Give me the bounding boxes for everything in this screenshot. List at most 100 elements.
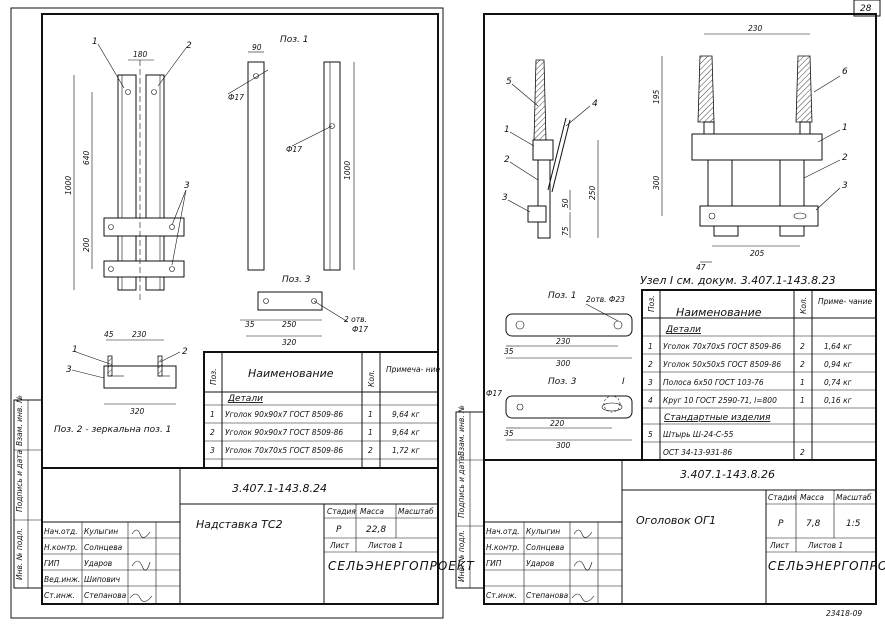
right-th-name: Наименование [676, 306, 762, 319]
callout-right-3: 3 [502, 193, 508, 203]
right-pos3-dim-220: 220 [550, 419, 565, 428]
left-row3-note: 1,72 кг [392, 446, 420, 455]
dim-320: 320 [282, 338, 297, 347]
right-row3-qty: 1 [800, 378, 805, 387]
left-assembly-view: 1 2 3 180 640 1000 200 [64, 37, 192, 300]
right-role-2: Н.контр. [486, 543, 520, 552]
right-title-block: 3.407.1-143.8.26 Оголовок ОГ1 Стадия Мас… [483, 459, 885, 605]
right-row5-pos: 5 [648, 430, 653, 439]
signature-mark [571, 593, 595, 602]
left-role-1: Нач.отд. [44, 527, 78, 536]
right-row6-qty: 2 [800, 448, 805, 457]
left-role-2: Н.контр. [44, 543, 78, 552]
left-row3-pos: 3 [210, 446, 215, 455]
right-sheet-label: Лист [769, 541, 790, 550]
right-row2-pos: 2 [648, 360, 653, 369]
right-row3-name: Полоса 6х50 ГОСТ 103-76 [663, 378, 764, 387]
right-row3-note: 0,74 кг [824, 378, 852, 387]
right-pos1-dim-230: 230 [556, 337, 571, 346]
right-scale: 1:5 [846, 519, 861, 529]
right-pos3-marker: I [622, 377, 625, 387]
left-row1-name: Уголок 90х90х7 ГОСТ 8509-86 [225, 410, 343, 419]
left-doc-code: 3.407.1-143.8.24 [232, 482, 327, 495]
callout-left-pos2-2: 2 [182, 347, 188, 357]
dim-250: 250 [282, 320, 297, 329]
left-person-3: Ударов [84, 559, 112, 568]
left-mass: 22,8 [366, 525, 386, 535]
right-org: СЕЛЬЭНЕРГОПРОЕКТ [768, 559, 885, 573]
callout-left-1: 1 [92, 37, 98, 47]
callout-right-6: 6 [842, 67, 848, 77]
callout-right-2: 2 [504, 155, 510, 165]
right-row4-pos: 4 [648, 396, 653, 405]
dim-90: 90 [252, 43, 262, 52]
left-row1-note: 9,64 кг [392, 410, 420, 419]
right-side-view: 5 4 1 2 3 250 50 75 [502, 59, 599, 239]
left-scale-label: Масштаб [398, 507, 434, 516]
dim-holes-d: Ф17 [352, 325, 368, 334]
right-row5-name: Штырь Ш-24-С-55 [663, 430, 734, 439]
left-person-4: Шипович [84, 575, 121, 584]
left-th-name: Наименование [248, 367, 334, 380]
right-pos3-dim-d17: Ф17 [486, 389, 502, 398]
stamp-label-sign: Подпись и дата [15, 449, 24, 512]
right-dim-205: 205 [750, 249, 765, 258]
right-row3-pos: 3 [648, 378, 653, 387]
callout-left-pos2-3: 3 [66, 365, 72, 375]
left-table-section: Детали [227, 394, 263, 404]
signature-mark [131, 529, 151, 538]
right-pos1-detail: Поз. 1 2отв. Ф23 35 230 300 [504, 291, 633, 368]
left-person-1: Кулыгин [84, 527, 118, 536]
left-row2-name: Уголок 90х90х7 ГОСТ 8509-86 [225, 428, 343, 437]
right-pos1-label: Поз. 1 [548, 291, 577, 301]
right-dim-75: 75 [561, 226, 570, 236]
right-node-ref: Узел I см. докум. 3.407.1-143.8.23 [640, 274, 836, 287]
right-row6-name: ОСТ 34-13-931-86 [663, 448, 732, 457]
callout-right-5: 5 [506, 77, 512, 87]
left-sheet: Инв. № подл. Подпись и дата Взам. инв. №… [10, 7, 475, 619]
left-th-pos: Поз. [209, 368, 218, 385]
left-person-5: Степанова [84, 591, 127, 600]
left-pos2-note: Поз. 2 - зеркальна поз. 1 [54, 425, 171, 435]
right-th-pos: Поз. [647, 295, 656, 312]
right-row4-note: 0,16 кг [824, 396, 852, 405]
right-row2-qty: 2 [800, 360, 805, 369]
right-pos1-dim-35: 35 [504, 347, 514, 356]
dim-d17-a: Ф17 [228, 93, 244, 102]
left-org: СЕЛЬЭНЕРГОПРОЕКТ [328, 559, 475, 573]
right-dim-47: 47 [696, 263, 706, 272]
callout-right-f2: 2 [842, 153, 848, 163]
left-sheet-outer [10, 7, 444, 619]
callout-right-f3: 3 [842, 181, 848, 191]
right-row1-note: 1,64 кг [824, 342, 852, 351]
dim-320-b: 320 [130, 407, 145, 416]
right-scale-label: Масштаб [836, 493, 872, 502]
right-role-1: Нач.отд. [486, 527, 520, 536]
callout-right-f1: 1 [842, 123, 848, 133]
right-pos3-label: Поз. 3 [548, 377, 577, 387]
left-stage: Р [336, 525, 342, 535]
right-table-section: Детали [665, 325, 701, 335]
right-row1-pos: 1 [648, 342, 653, 351]
dim-holes: 2 отв. [344, 315, 367, 324]
stamp-label-sign: Подпись и дата [457, 455, 466, 518]
left-role-4: Вед.инж. [44, 575, 80, 584]
left-doc-title: Надставка ТС2 [196, 518, 283, 531]
signature-mark [573, 560, 593, 571]
right-pos3-dim-300: 300 [556, 441, 571, 450]
right-stage-label: Стадия [768, 493, 797, 502]
right-pos1-dim-300: 300 [556, 359, 571, 368]
right-dim-195: 195 [652, 89, 661, 104]
left-row2-note: 9,64 кг [392, 428, 420, 437]
stamp-label-inv: Инв. № подл. [457, 530, 466, 582]
bottom-code: 23418-09 [826, 609, 862, 618]
right-th-qty: Кол. [799, 297, 808, 314]
right-row1-name: Уголок 70х70х5 ГОСТ 8509-86 [663, 342, 781, 351]
dim-640: 640 [82, 150, 91, 165]
right-dim-230: 230 [748, 24, 763, 33]
stamp-label-inv: Инв. № подл. [15, 528, 24, 580]
callout-right-4: 4 [592, 99, 598, 109]
right-doc-code: 3.407.1-143.8.26 [680, 468, 775, 481]
left-title-block: 3.407.1-143.8.24 Надставка ТС2 Стадия Ма… [41, 467, 475, 605]
right-row4-qty: 1 [800, 396, 805, 405]
